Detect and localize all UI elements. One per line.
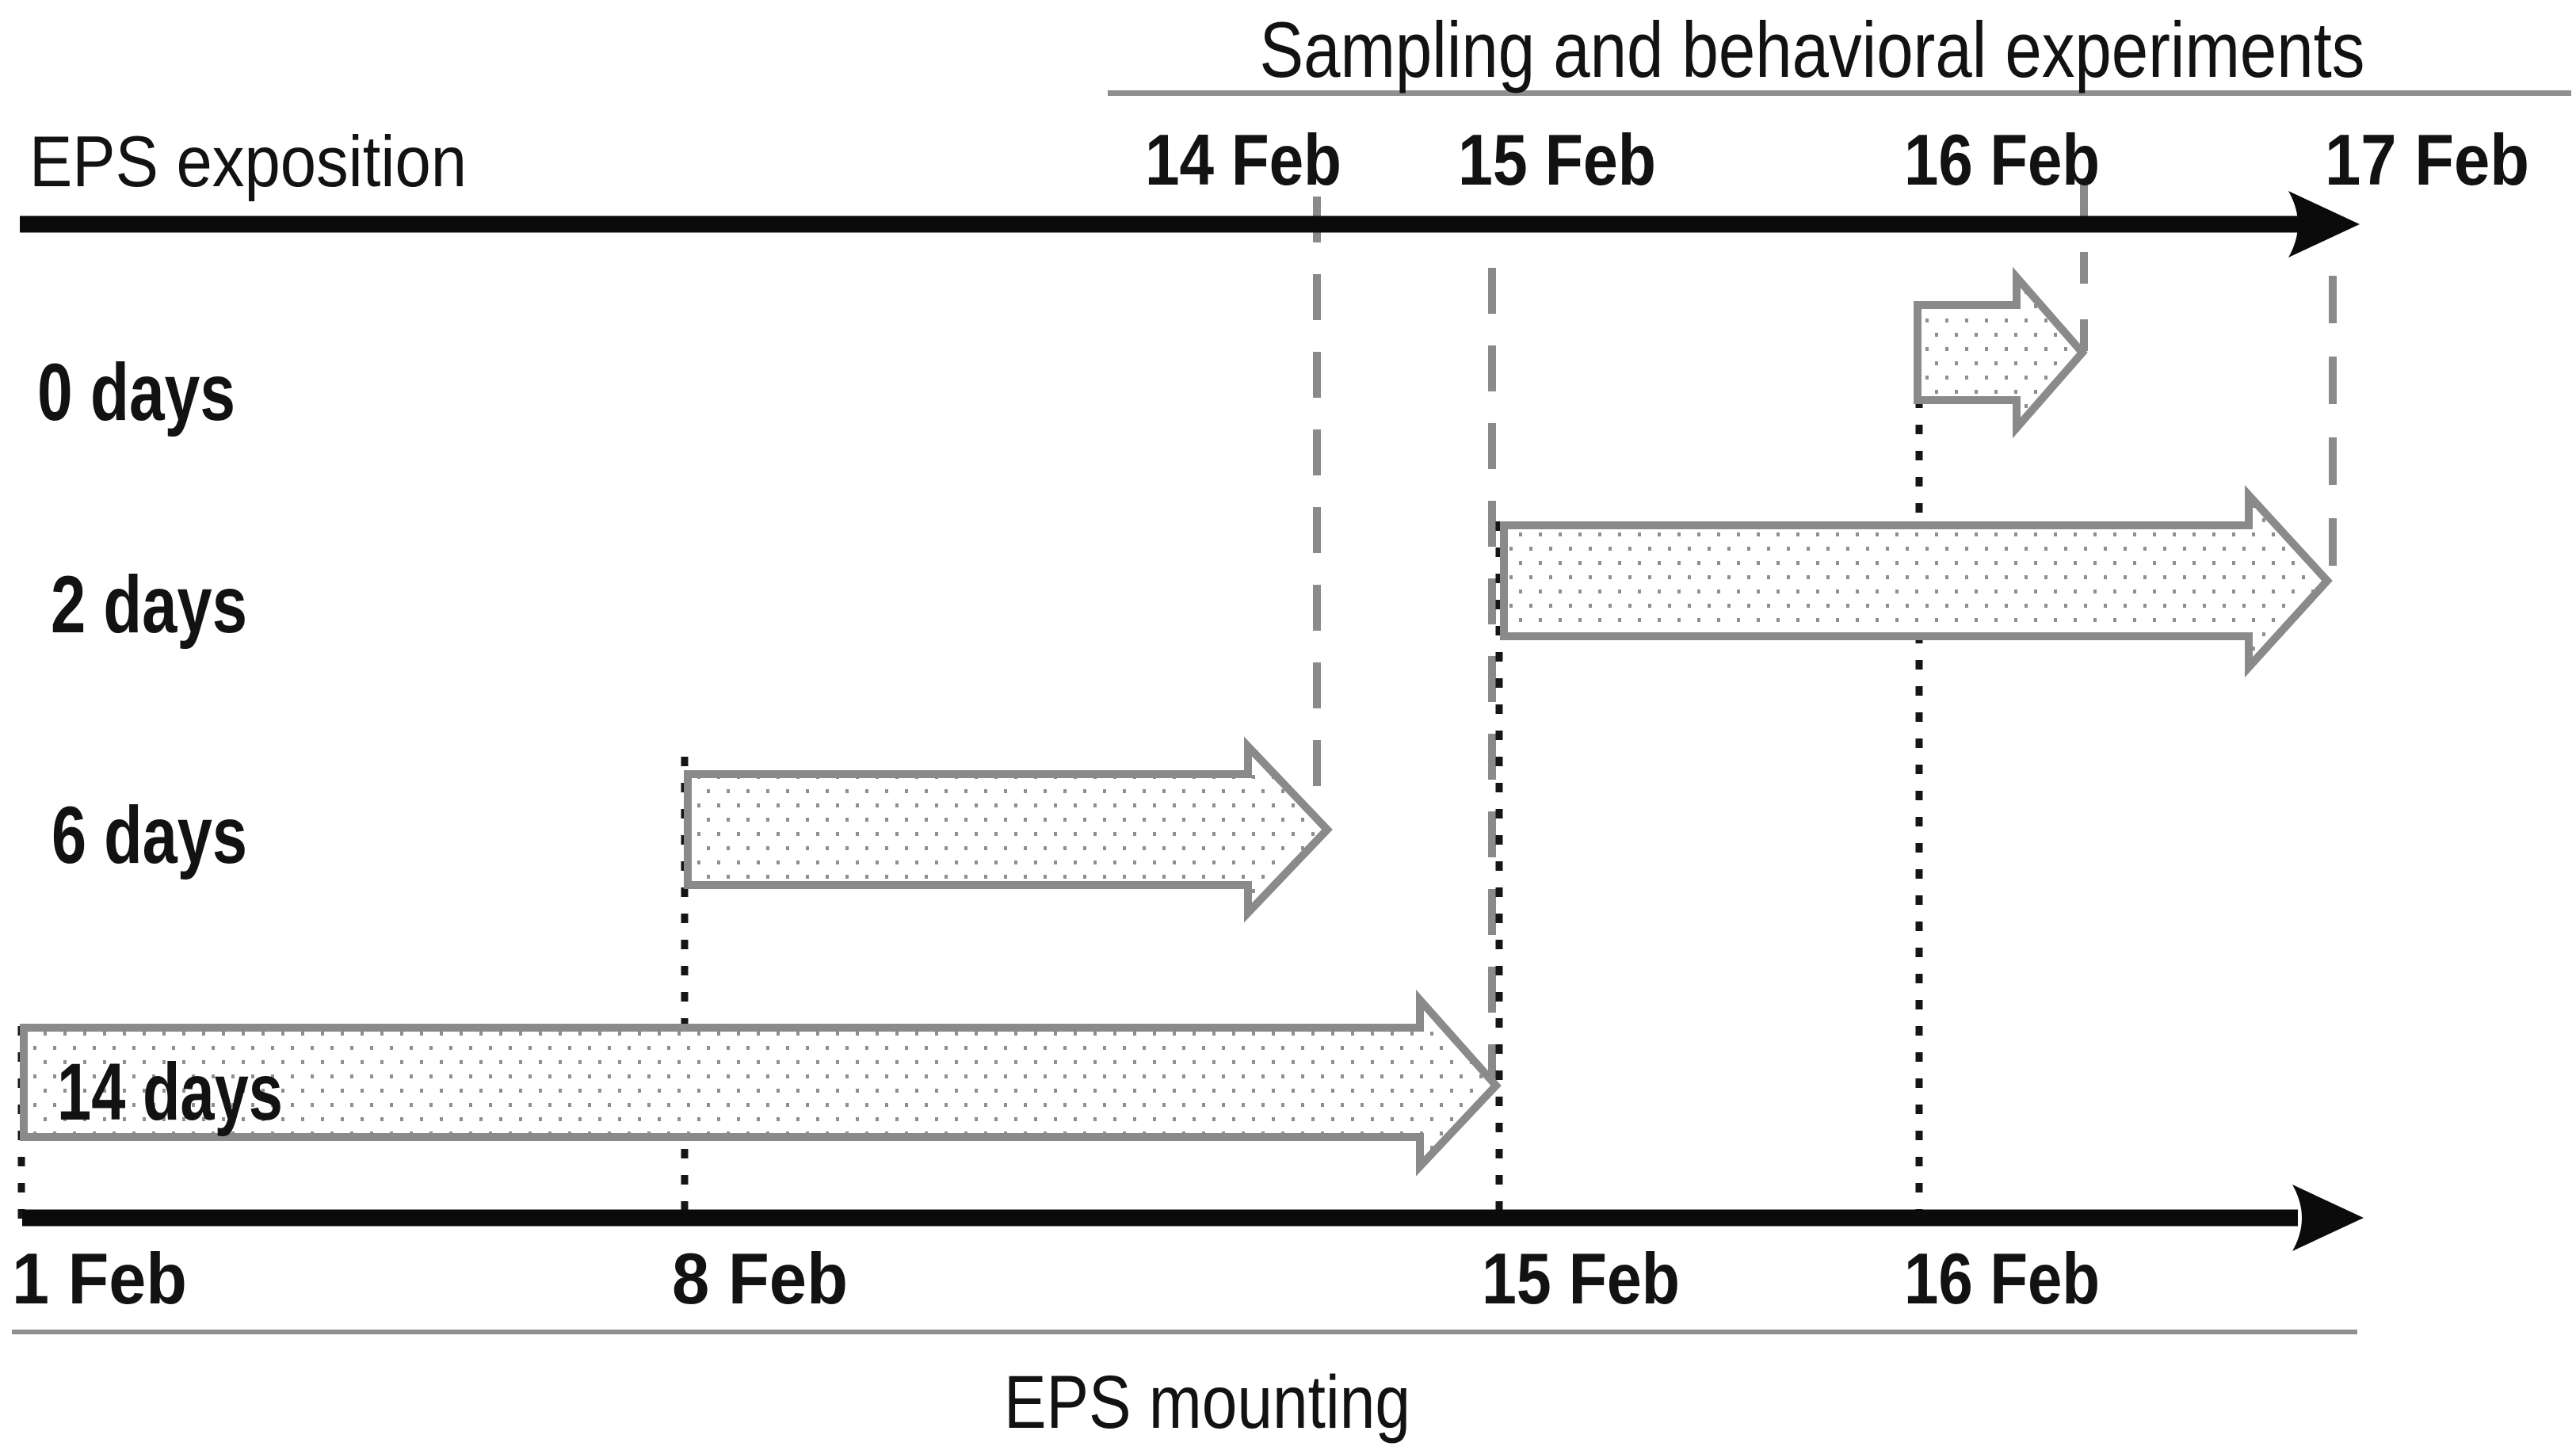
arrow-0-days [1914, 266, 2088, 439]
bottom-timeline-arrowhead-icon [2292, 1185, 2364, 1251]
left-axis-label: EPS exposition [29, 122, 467, 202]
row-label-2-days: 2 days [51, 559, 247, 650]
row-label-6-days: 6 days [52, 790, 247, 880]
figure-title: Sampling and behavioral experiments [1260, 6, 2365, 93]
top-date-14feb: 14 Feb [1145, 120, 1341, 200]
bottom-date-16feb: 16 Feb [1904, 1239, 2100, 1319]
bottom-date-8feb: 8 Feb [672, 1239, 848, 1319]
arrow-6-days [684, 736, 1333, 923]
bottom-date-1feb: 1 Feb [12, 1239, 187, 1319]
top-date-16feb: 16 Feb [1904, 120, 2100, 200]
bottom-axis-caption: EPS mounting [1004, 1360, 1410, 1444]
top-date-17feb: 17 Feb [2325, 120, 2529, 200]
bottom-section-rule [12, 1330, 2357, 1334]
top-date-15feb: 15 Feb [1458, 120, 1656, 200]
arrow-2-days [1500, 485, 2333, 677]
bottom-date-15feb: 15 Feb [1482, 1239, 1680, 1319]
row-label-14-days: 14 days [57, 1047, 283, 1137]
arrow-14-days [20, 989, 1502, 1177]
top-timeline-arrowhead-icon [2288, 191, 2360, 258]
top-title-underline [1108, 90, 2571, 96]
row-label-0-days: 0 days [37, 347, 235, 437]
